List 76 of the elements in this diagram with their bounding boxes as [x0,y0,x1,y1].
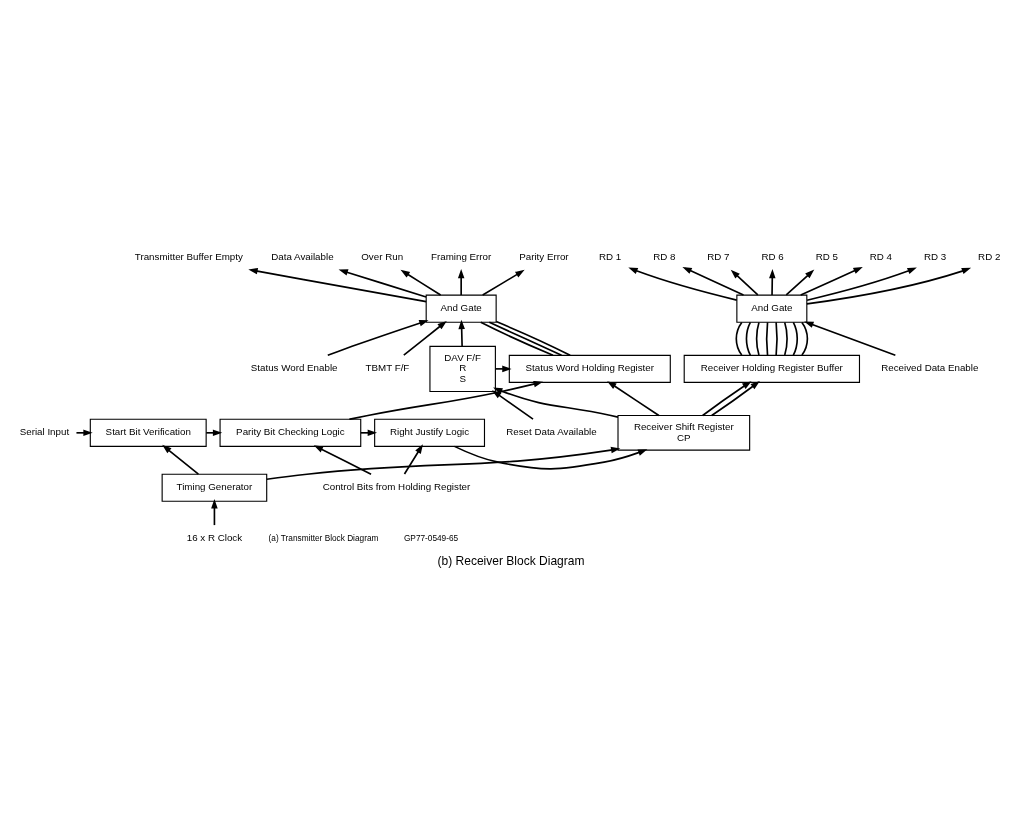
arrow [805,267,917,301]
arrow [768,268,776,296]
node-text: Status Word Enable [250,361,338,373]
arrow [730,269,759,296]
connector [792,321,798,356]
connector [494,320,571,356]
node-text: Reset Data Available [505,425,597,437]
arrow [681,266,744,296]
node-box: DAV F/F R S [428,345,496,392]
caption: (b) Receiver Block Diagram [437,553,584,568]
arrow [265,446,620,480]
arrow [400,269,441,296]
arrow [784,269,814,296]
node-text: Received Data Enable [880,361,978,373]
arrow [494,365,512,372]
arrow [359,429,377,436]
arrow [606,380,660,416]
arrow [348,380,543,420]
node-box: Start Bit Verification [89,418,207,447]
node-text: 16 x R Clock [186,531,242,543]
connector [479,320,554,356]
label: (a) Transmitter Block Diagram [268,533,378,543]
arrow [204,429,222,436]
node-text: Serial Input [19,425,69,437]
arrow [492,387,619,418]
node-text: RD 6 [760,250,784,262]
arrow [457,319,465,347]
connector [774,321,778,356]
node-box: And Gate [425,294,497,323]
node-text: RD 7 [706,250,730,262]
arrow [247,267,427,302]
node-text: RD 5 [815,250,838,262]
node-text: Data Available [270,250,334,262]
node-text: RD 2 [977,250,1000,262]
node-box: Right Justify Logic [373,418,485,447]
connector [765,321,768,356]
node-text: Over Run [360,250,403,262]
connector [745,321,751,356]
arrow [481,269,525,296]
connector [755,321,760,356]
label: GP77-0549-65 [403,533,458,543]
node-text: Control Bits from Holding Register [322,480,470,492]
arrow [491,389,534,420]
node-text: RD 1 [598,250,621,262]
node-box: Receiver Shift Register CP [616,414,750,451]
arrow [710,380,760,416]
arrow [326,319,429,356]
node-box: And Gate [735,294,807,323]
node-text: RD 3 [923,250,946,262]
node-box: Timing Generator [161,473,267,502]
arrow [75,429,93,436]
arrow [805,267,971,305]
node-text: TBMT F/F [365,361,409,373]
node-text: RD 4 [869,250,892,262]
arrow [338,268,427,298]
connector [734,321,743,356]
arrow [402,320,447,356]
arrow [627,267,738,301]
node-text: Transmitter Buffer Empty [134,250,243,262]
node-text: Parity Error [518,250,569,262]
connector [800,321,808,356]
connector [488,320,562,356]
connector [783,321,788,356]
arrow [313,444,372,475]
node-box: Receiver Holding Register Buffer [683,354,860,383]
node-text: Framing Error [430,250,491,262]
arrow [453,445,647,470]
node-box: Parity Bit Checking Logic [219,418,361,447]
node-box: Status Word Holding Register [508,354,671,383]
arrow [457,268,464,296]
arrow [803,320,896,356]
arrow [161,444,199,475]
arrow [403,443,423,475]
arrow [701,380,752,416]
node-text: RD 8 [652,250,675,262]
arrow [799,266,863,296]
